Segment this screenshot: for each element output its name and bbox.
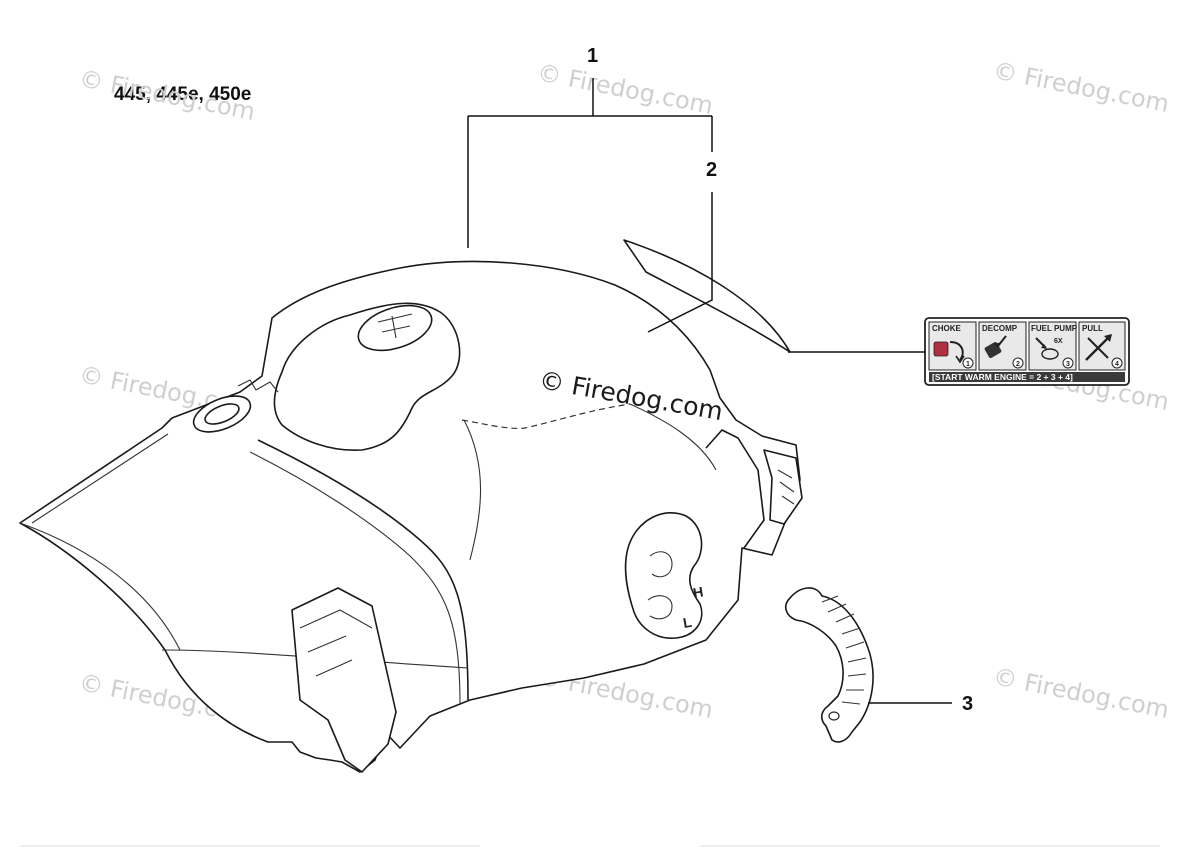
decomp-label: DECOMP <box>982 324 1018 333</box>
watermark: © Firedog.com <box>991 662 1172 724</box>
choke-label: CHOKE <box>932 324 962 333</box>
watermark: © Firedog.com <box>77 64 258 126</box>
choke-icon <box>933 341 965 364</box>
pull-icon <box>1085 334 1112 361</box>
low-adjust-mark: L <box>682 614 694 631</box>
fuel-pump-label: FUEL PUMP <box>1031 324 1078 333</box>
pump-count: 6X <box>1054 338 1063 345</box>
step-number: 4 <box>1115 361 1119 368</box>
step-number: 1 <box>966 361 970 368</box>
decomp-icon <box>984 335 1007 358</box>
high-adjust-mark: H <box>692 583 705 601</box>
leader-lines <box>467 78 952 704</box>
step-number: 3 <box>1066 361 1070 368</box>
step-number: 2 <box>1016 361 1020 368</box>
callout-2: 2 <box>706 159 717 181</box>
watermark: © Firedog.com <box>991 56 1172 118</box>
watermark: © Firedog.com <box>535 58 716 120</box>
decal-footer-text: [START WARM ENGINE = 2 + 3 + 4] <box>932 372 1073 382</box>
pull-label: PULL <box>1082 324 1103 333</box>
fuel-pump-icon: 6X <box>1035 337 1063 360</box>
clip-part <box>784 587 874 743</box>
cylinder-cover-part: H L <box>19 260 803 773</box>
callout-3: 3 <box>962 693 973 715</box>
model-list: 445, 445e, 450e <box>114 84 252 105</box>
starting-decal: CHOKE DECOMP FUEL PUMP PULL 6X <box>924 317 1130 386</box>
callout-1: 1 <box>587 45 598 67</box>
